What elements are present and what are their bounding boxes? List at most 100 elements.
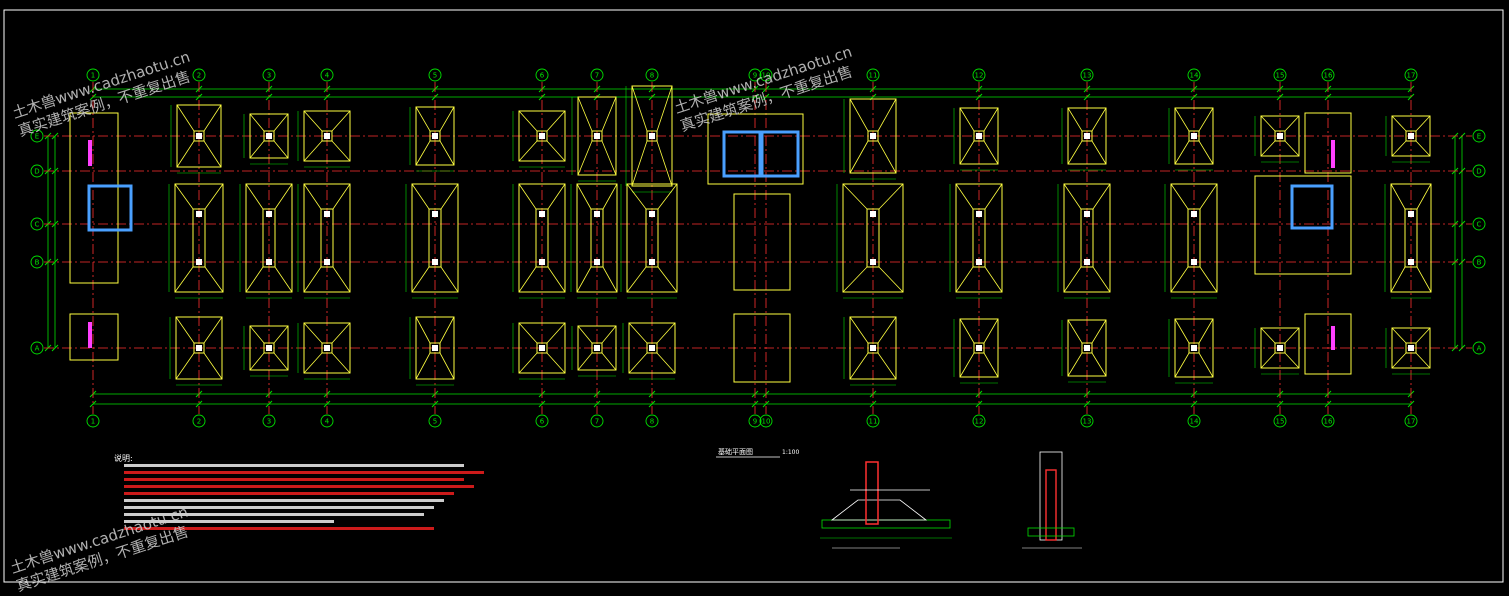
column-square-icon — [432, 133, 438, 139]
footing-slope-line — [203, 104, 222, 132]
axis-bubble-icon — [748, 68, 762, 82]
axis-bubble-bottom-16: 16 — [1321, 414, 1335, 428]
footing-outline — [1174, 107, 1214, 165]
footing-slope-line — [439, 352, 455, 380]
dimension-tick — [265, 400, 273, 408]
footing-slope-line — [878, 183, 904, 210]
footing-slope-line — [656, 85, 673, 132]
footing-slope-line — [984, 266, 1003, 293]
column-square-icon — [976, 133, 982, 139]
footing-slope-line — [983, 318, 999, 344]
axis-label: 11 — [869, 418, 878, 426]
footing-pedestal — [428, 208, 442, 268]
footing-slope-line — [1260, 140, 1276, 157]
footing-slope-line — [955, 266, 974, 293]
axis-bubble-top-16: 16 — [1321, 68, 1335, 82]
combined-footing — [1164, 183, 1218, 299]
footing-slope-line — [176, 104, 195, 132]
axis-bubble-left-E: E — [30, 129, 44, 143]
pad-footing — [170, 104, 222, 174]
footing-outline — [849, 98, 897, 174]
pad-footing — [1254, 115, 1300, 163]
footing-section-detail — [820, 461, 952, 549]
footing-slope-line — [1091, 352, 1107, 377]
dimension-tick — [975, 400, 983, 408]
combined-footing — [836, 183, 904, 299]
footing-outline — [631, 85, 673, 187]
combined-footing — [512, 183, 566, 299]
footing-pedestal — [973, 342, 985, 354]
axis-bubble-bottom-1: 1 — [86, 414, 100, 428]
axis-bubble-icon — [1472, 341, 1486, 355]
axis-bubble-icon — [1080, 68, 1094, 82]
footing-outline — [1260, 327, 1300, 369]
column-square-icon — [539, 259, 545, 265]
column-square-icon — [266, 259, 272, 265]
dimension-tick — [89, 400, 97, 408]
wall-section-base — [1027, 527, 1075, 537]
footing-slope-line — [1199, 266, 1218, 293]
column-square-icon — [196, 259, 202, 265]
column-square-icon — [1408, 133, 1414, 139]
footing-slope-line — [602, 183, 618, 210]
pad-footing — [409, 316, 455, 386]
axis-bubble-bottom-7: 7 — [590, 414, 604, 428]
footing-pedestal — [1274, 130, 1286, 142]
axis-label: 5 — [433, 72, 437, 80]
footing-slope-line — [174, 183, 194, 210]
footing-slope-line — [1067, 352, 1083, 377]
note-line — [124, 520, 334, 523]
dimension-tick — [51, 167, 59, 175]
footing-slope-line — [332, 266, 351, 293]
axis-bubble-top-7: 7 — [590, 68, 604, 82]
axis-bubble-left-C: C — [30, 217, 44, 231]
axis-bubble-icon — [320, 414, 334, 428]
footing-slope-line — [274, 183, 293, 210]
column-square-icon — [1408, 345, 1414, 351]
footing-slope-line — [1415, 115, 1431, 132]
axis-label: 16 — [1324, 418, 1333, 426]
column-square-icon — [1084, 259, 1090, 265]
axis-bubble-icon — [759, 414, 773, 428]
footing-outline — [175, 316, 223, 380]
footing-pedestal — [1404, 208, 1418, 268]
core-wall — [1290, 184, 1334, 230]
footing-slope-line — [1260, 352, 1276, 369]
footing-slope-line — [983, 140, 999, 165]
axis-bubble-top-15: 15 — [1273, 68, 1287, 82]
footing-slope-line — [656, 322, 676, 344]
footing-pedestal — [1188, 130, 1200, 142]
axis-bubble-bottom-15: 15 — [1273, 414, 1287, 428]
footing-slope-line — [415, 106, 431, 132]
footing-slope-line — [1092, 266, 1111, 293]
footing-slope-line — [203, 352, 223, 380]
axis-bubble-icon — [866, 68, 880, 82]
column-square-icon — [649, 259, 655, 265]
footing-slope-line — [1198, 107, 1214, 132]
footing-slope-line — [656, 140, 673, 187]
dimension-tick — [431, 400, 439, 408]
detail-scale: 1:100 — [782, 449, 799, 456]
footing-outline — [1063, 183, 1111, 293]
axis-bubble-bottom-9: 9 — [748, 414, 762, 428]
footing-slope-line — [601, 325, 617, 344]
footing-slope-line — [1063, 183, 1082, 210]
axis-bubble-top-12: 12 — [972, 68, 986, 82]
note-line — [124, 492, 454, 495]
note-line — [124, 513, 424, 516]
column-square-icon — [594, 259, 600, 265]
pad-footing — [953, 318, 999, 384]
column-square-icon — [1277, 133, 1283, 139]
footing-slope-line — [1198, 140, 1214, 165]
footing-slope-line — [439, 316, 455, 344]
footing-slope-line — [577, 140, 593, 176]
column-square-icon — [594, 133, 600, 139]
footing-slope-line — [415, 316, 431, 344]
footing-slope-line — [1391, 327, 1407, 344]
axis-label: E — [1477, 133, 1481, 141]
footing-slope-line — [332, 183, 351, 210]
footing-slope-line — [411, 183, 430, 210]
pad-footing — [512, 322, 566, 380]
footing-outline — [1067, 107, 1107, 165]
footing-slope-line — [849, 316, 869, 344]
